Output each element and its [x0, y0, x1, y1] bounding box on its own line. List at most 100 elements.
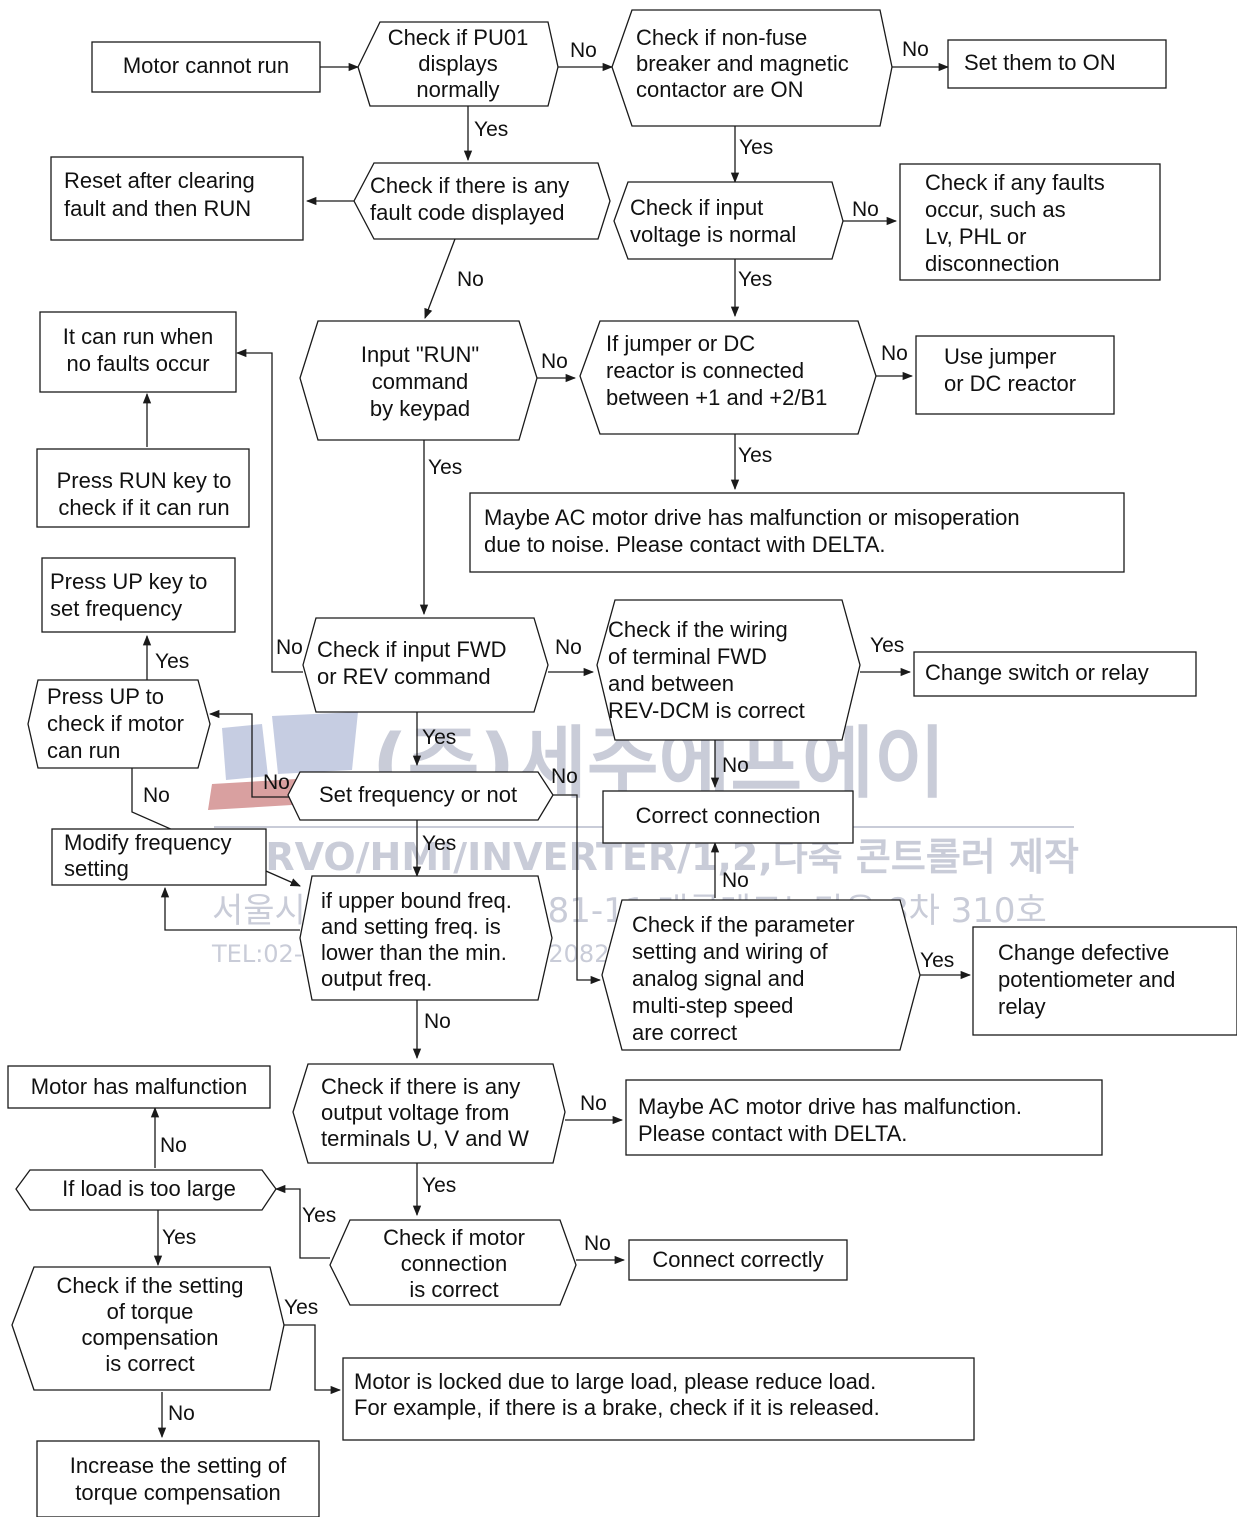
node-text-line: torque compensation: [75, 1480, 280, 1505]
node-text-line: Check if the wiring: [608, 617, 788, 642]
edge-label: Yes: [920, 949, 954, 972]
edge-label: No: [580, 1092, 607, 1115]
node-text-line: Check if input FWD: [317, 637, 507, 662]
edge-label: No: [143, 784, 170, 807]
node-text-line: or DC reactor: [944, 371, 1076, 396]
decision-pu01-display: [357, 21, 559, 107]
node-text-line: Reset after clearing: [64, 168, 255, 193]
node-text-line: Set frequency or not: [319, 782, 517, 807]
decision-run-command-keypad: [299, 320, 538, 441]
node-text-line: terminals U, V and W: [321, 1126, 529, 1151]
node-text-line: disconnection: [925, 251, 1060, 276]
node-text-line: output voltage from: [321, 1100, 509, 1125]
edge-label: Yes: [302, 1204, 336, 1227]
node-correct-connection-text: Correct connection: [636, 803, 821, 828]
node-text-line: output freq.: [321, 966, 432, 991]
edge-label: No: [902, 38, 929, 61]
node-text-line: and setting freq. is: [321, 914, 501, 939]
node-press-up-set-freq: [41, 557, 236, 633]
node-motor-locked-text: Motor is locked due to large load, pleas…: [354, 1369, 880, 1420]
node-use-jumper: [915, 335, 1115, 415]
node-contact-delta-text: Maybe AC motor drive has malfunction.Ple…: [638, 1094, 1022, 1146]
node-text-line: check if motor: [47, 711, 184, 736]
node-text-line: is correct: [105, 1351, 194, 1376]
node-text-line: Check if any faults: [925, 170, 1105, 195]
decision-fwd-rev-command: [302, 617, 549, 713]
edge-label: Yes: [422, 832, 456, 855]
edge-label: No: [881, 342, 908, 365]
node-text-line: Please contact with DELTA.: [638, 1121, 907, 1146]
node-text-line: Press RUN key to: [57, 468, 232, 493]
node-text-line: Lv, PHL or: [925, 224, 1026, 249]
node-text-line: connection: [401, 1251, 507, 1276]
edge-label: No: [584, 1232, 611, 1255]
edge-torque-locked: [284, 1324, 342, 1395]
node-text-line: can run: [47, 738, 120, 763]
decision-fault-code: [353, 162, 611, 240]
node-text-line: Motor has malfunction: [31, 1074, 247, 1099]
node-text-line: or REV command: [317, 664, 491, 689]
edge-setfreq-param: [553, 794, 602, 985]
node-text-line: Motor cannot run: [123, 53, 289, 78]
node-text-line: Check if motor: [383, 1225, 525, 1250]
node-text-line: of terminal FWD: [608, 644, 767, 669]
edge-labels: No Yes No Yes No Yes No No Yes No Yes No…: [143, 38, 954, 1425]
edge-label: Yes: [739, 136, 773, 159]
node-contact-delta: [625, 1079, 1103, 1156]
edge-label: No: [276, 636, 303, 659]
node-text-line: Increase the setting of: [70, 1453, 287, 1478]
node-text-line: multi-step speed: [632, 993, 793, 1018]
node-text-line: Maybe AC motor drive has malfunction or …: [484, 505, 1020, 530]
node-connect-correctly: [628, 1239, 848, 1281]
connectors: [131, 62, 972, 1439]
node-text-line: voltage is normal: [630, 222, 796, 247]
node-text-line: reactor is connected: [606, 358, 804, 383]
edge-label: No: [722, 869, 749, 892]
decision-upper-bound-freq: [299, 875, 553, 1001]
node-text-line: analog signal and: [632, 966, 804, 991]
edge-fwdrev-canrun: [235, 348, 303, 673]
node-text-line: set frequency: [50, 596, 182, 621]
node-text-line: Check if there is any: [321, 1074, 520, 1099]
node-text-line: by keypad: [370, 396, 470, 421]
node-motor-malfunction: [7, 1065, 271, 1109]
edge-label: No: [570, 39, 597, 62]
node-text-line: Motor is locked due to large load, pleas…: [354, 1369, 876, 1394]
node-can-run-no-faults: [39, 311, 237, 393]
node-text-line: Use jumper: [944, 344, 1056, 369]
node-text-line: Change switch or relay: [925, 660, 1149, 685]
node-motor-cannot-run: [91, 41, 321, 93]
node-text-line: Check if there is any: [370, 173, 569, 198]
node-noise-malfunction: [469, 492, 1125, 573]
edge-setfreq-pressup: [208, 709, 292, 798]
node-text-line: command: [372, 369, 469, 394]
edge-label: Yes: [428, 456, 462, 479]
node-text-line: Check if PU01: [388, 25, 529, 50]
edge-label: Yes: [474, 118, 508, 141]
edge-label: Yes: [422, 1174, 456, 1197]
node-text-line: Check if the parameter: [632, 912, 855, 937]
decision-jumper-dc-reactor: [579, 320, 877, 435]
edge-label: No: [168, 1402, 195, 1425]
edge-label: No: [555, 636, 582, 659]
node-change-switch-relay: [913, 651, 1197, 697]
